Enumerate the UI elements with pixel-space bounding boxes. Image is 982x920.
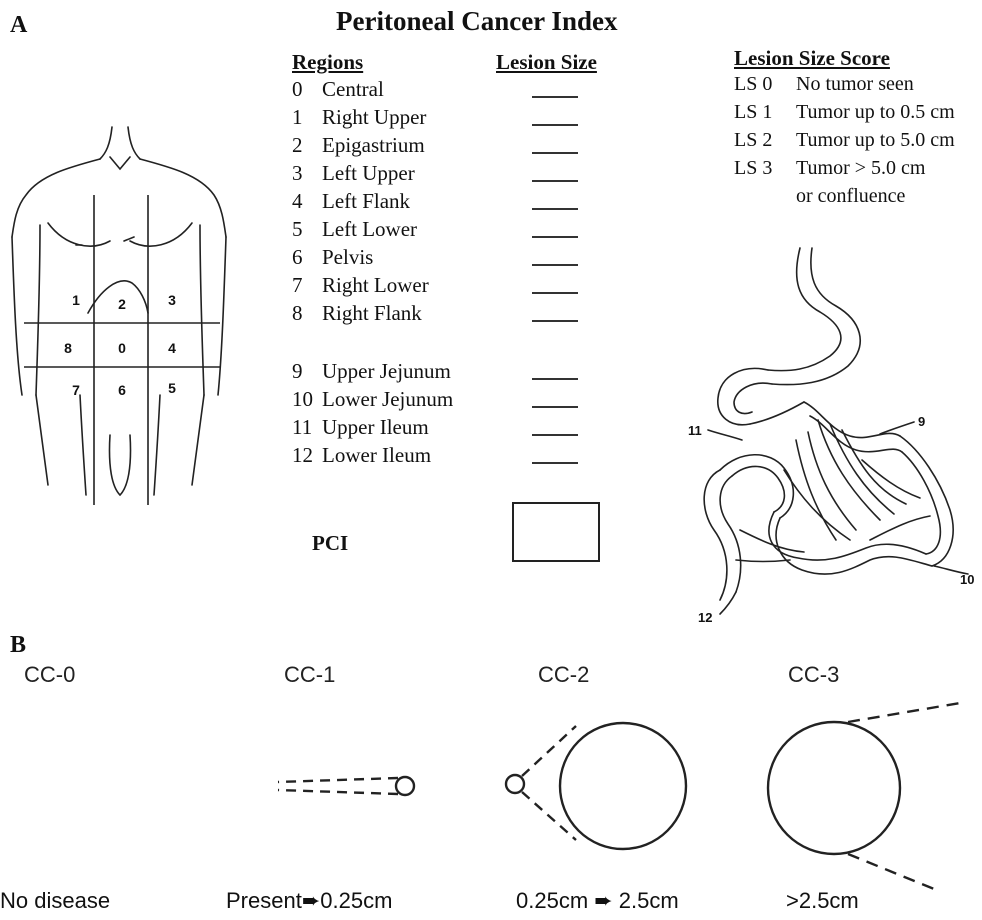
regions-header: Regions <box>292 50 363 75</box>
lesion-size-blank[interactable] <box>532 96 578 98</box>
lesion-size-blank[interactable] <box>532 434 578 436</box>
torso-region-8: 8 <box>64 340 72 356</box>
cc2-small-nodule <box>506 775 524 793</box>
cc2-large-nodule <box>560 723 686 849</box>
cc1-description: Present➨0.25cm <box>226 888 392 914</box>
lesion-size-blank[interactable] <box>532 208 578 210</box>
small-bowel-diagram: 11 9 12 10 <box>680 240 982 630</box>
lesion-size-blank[interactable] <box>532 292 578 294</box>
intestine-label-11: 11 <box>688 423 702 438</box>
cc3-label: CC-3 <box>788 662 839 688</box>
cc3-description: >2.5cm <box>786 888 859 914</box>
pci-total-box[interactable] <box>512 502 600 562</box>
lesion-size-header: Lesion Size <box>496 50 597 75</box>
lesion-size-blank[interactable] <box>532 152 578 154</box>
cc0-description: No disease <box>0 888 110 914</box>
cc0-label: CC-0 <box>24 662 75 688</box>
lesion-size-blank[interactable] <box>532 462 578 464</box>
score-row: or confluence <box>734 182 955 210</box>
cc1-label: CC-1 <box>284 662 335 688</box>
cc2-description: 0.25cm ➨ 2.5cm <box>516 888 679 914</box>
intestine-label-9: 9 <box>918 414 925 429</box>
panel-b-label: B <box>10 632 26 659</box>
completeness-of-cytoreduction-diagram <box>0 690 982 890</box>
lesion-size-blank[interactable] <box>532 264 578 266</box>
torso-region-4: 4 <box>168 340 176 356</box>
intestine-label-12: 12 <box>698 610 712 625</box>
abdomen-regions-diagram: 1 2 3 8 0 4 7 6 5 <box>0 95 235 505</box>
cc2-label: CC-2 <box>538 662 589 688</box>
torso-region-3: 3 <box>168 292 176 308</box>
torso-region-6: 6 <box>118 382 126 398</box>
cc3-large-nodule <box>768 722 900 854</box>
lesion-size-blank[interactable] <box>532 124 578 126</box>
lesion-size-blank[interactable] <box>532 320 578 322</box>
figure-title: Peritoneal Cancer Index <box>336 6 617 37</box>
torso-region-0: 0 <box>118 340 126 356</box>
lesion-size-blank[interactable] <box>532 236 578 238</box>
lesion-size-blank[interactable] <box>532 180 578 182</box>
pci-label: PCI <box>312 531 348 556</box>
panel-a-label: A <box>10 12 27 39</box>
torso-region-2: 2 <box>118 296 126 312</box>
torso-region-5: 5 <box>168 380 176 396</box>
cc1-residual-nodule <box>396 777 414 795</box>
lesion-size-blank[interactable] <box>532 378 578 380</box>
torso-region-1: 1 <box>72 292 80 308</box>
score-header: Lesion Size Score <box>734 46 890 71</box>
torso-region-7: 7 <box>72 382 80 398</box>
lesion-size-blank[interactable] <box>532 406 578 408</box>
intestine-label-10: 10 <box>960 572 974 587</box>
